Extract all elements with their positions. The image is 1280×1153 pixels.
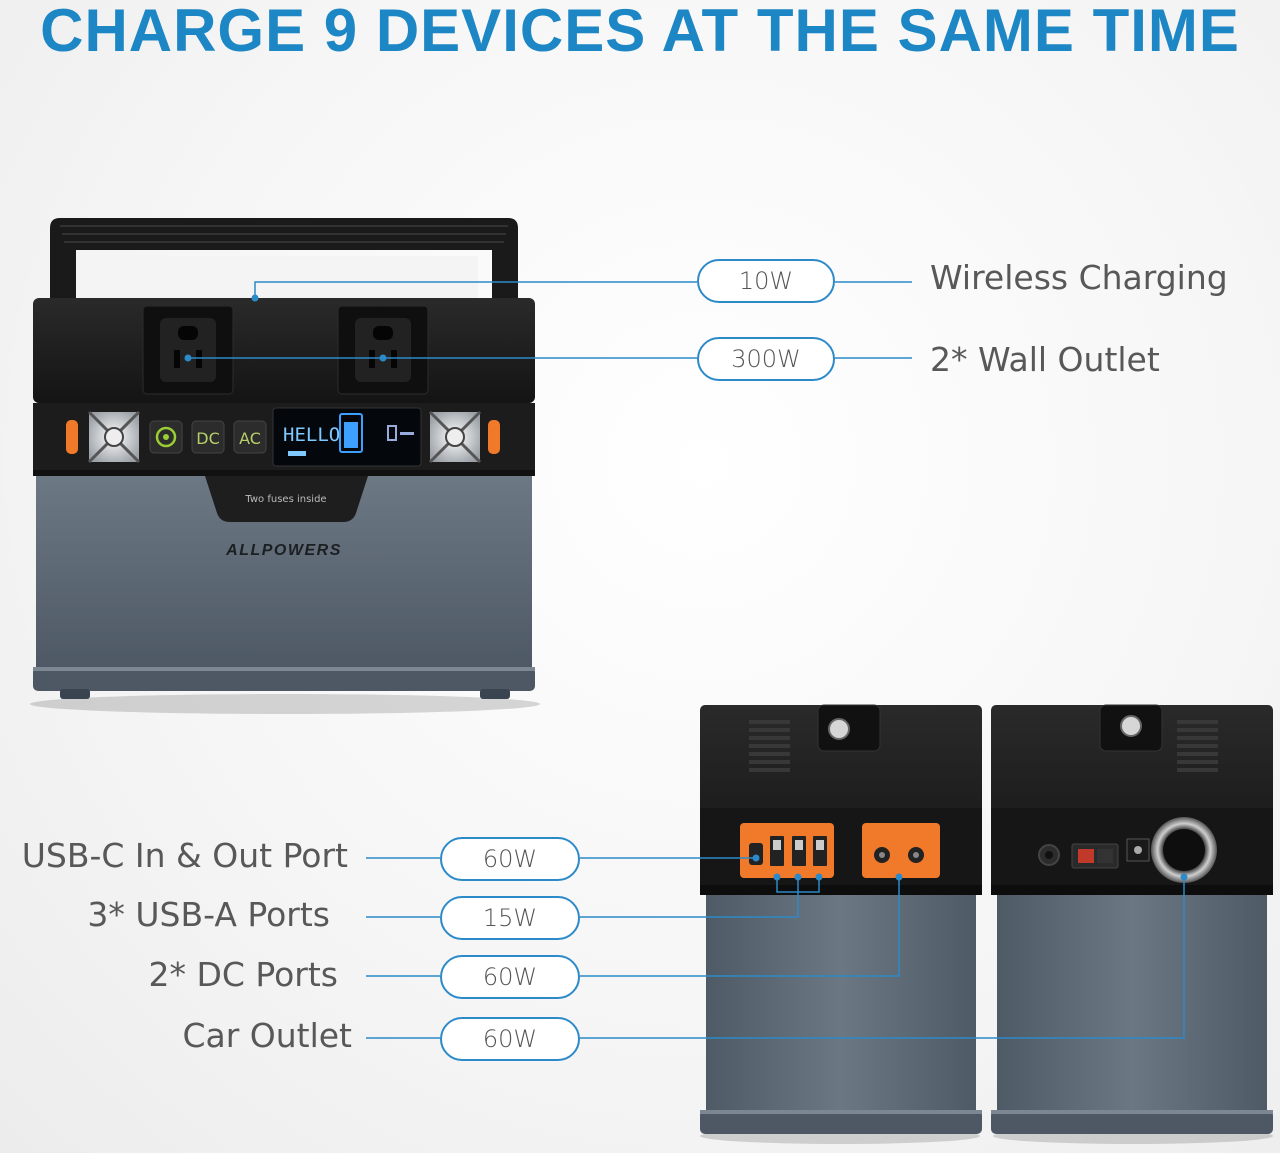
feature-label-wall-outlet: 2* Wall Outlet [930, 340, 1160, 379]
wattage-badge-usb-a: 15W [440, 896, 580, 940]
left-led-icon [66, 420, 78, 454]
fuse-text: Two fuses inside [244, 494, 326, 505]
wattage-badge-usb-c: 60W [440, 837, 580, 881]
left-vent-icon [749, 720, 790, 772]
front-unit: DC AC HELLO Two fuses inside ALLPOWERS [30, 218, 540, 714]
feature-label-dc-ports: 2* DC Ports [148, 955, 338, 994]
base [33, 667, 535, 691]
wattage-badge-wireless: 10W [697, 259, 835, 303]
connector-dots [184, 294, 1188, 881]
side-unit-left [700, 704, 982, 1144]
connector-lines [188, 281, 1185, 1039]
ac-button[interactable]: AC [233, 420, 267, 454]
lcd-display: HELLO [272, 407, 422, 467]
right-vent-icon [1177, 720, 1218, 772]
feature-label-wireless: Wireless Charging [930, 258, 1228, 297]
anderson-port-icon [1071, 843, 1119, 869]
headline: CHARGE 9 DEVICES AT THE SAME TIME [40, 0, 1240, 64]
left-lamp-icon [87, 410, 141, 464]
right-led-icon [488, 420, 500, 454]
feature-label-usb-a: 3* USB-A Ports [87, 895, 330, 934]
side-unit-right [991, 704, 1273, 1144]
right-lamp-icon [428, 410, 482, 464]
wattage-badge-wall-outlet: 300W [697, 337, 835, 381]
feature-label-usb-c: USB-C In & Out Port [21, 836, 348, 875]
wattage-badge-car-outlet: 60W [440, 1017, 580, 1061]
carry-handle [50, 218, 518, 300]
display-text: HELLO [283, 424, 340, 446]
wireless-button[interactable] [149, 420, 183, 454]
fuse-panel [205, 476, 368, 522]
dc-button-label: DC [196, 429, 220, 448]
brand-logo: ALLPOWERS [225, 542, 342, 559]
usb-port-panel [740, 823, 834, 878]
usb-c-port-icon [749, 843, 763, 865]
ac-outlet-1 [142, 305, 234, 395]
dc-port-panel [862, 823, 940, 878]
dc-button[interactable]: DC [191, 420, 225, 454]
wattage-badge-dc-ports: 60W [440, 955, 580, 999]
ac-outlet-2 [337, 305, 429, 395]
ac-button-label: AC [239, 429, 261, 448]
feature-label-car-outlet: Car Outlet [182, 1016, 352, 1055]
top-shell [33, 298, 535, 403]
